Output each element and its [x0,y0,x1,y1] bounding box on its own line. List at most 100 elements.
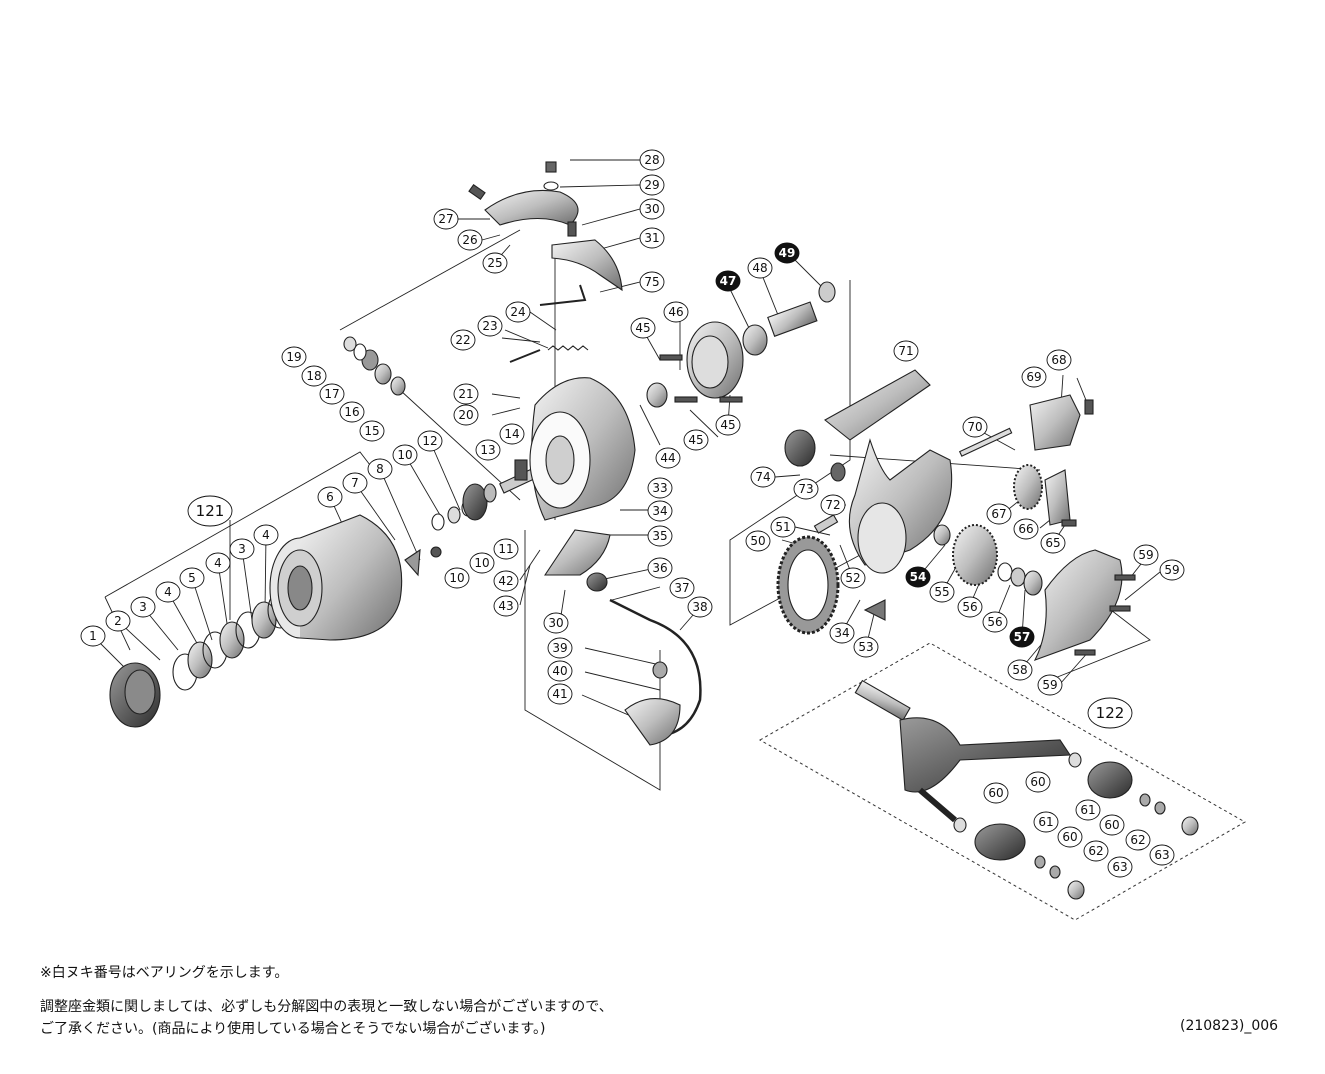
part-callout-c67: 67 [986,503,1012,525]
callout-oval [547,683,573,705]
callout-number: 54 [910,570,927,584]
part-callout-c43: 43 [493,595,519,617]
bail-support-part [551,239,623,292]
pin-part [813,514,839,534]
callout-oval [1075,799,1101,821]
part-callout-c4b: 4 [205,552,231,574]
callout-number: 57 [1014,630,1031,644]
bearing-part [742,324,768,356]
screw-part [652,661,668,679]
callout-number: 70 [967,420,982,434]
part-callout-c49: 49 [774,242,800,264]
callout-oval [793,478,819,500]
callout-oval [493,595,519,617]
part-callout-c69: 69 [1021,366,1047,388]
callout-oval [301,365,327,387]
callout-number: 31 [644,231,659,245]
callout-number: 63 [1154,848,1169,862]
callout-oval [367,458,393,480]
part-callout-c62b: 62 [1083,840,1109,862]
arm-lever-part [543,529,611,576]
callout-number: 67 [991,507,1006,521]
pinion-sleeve-part [767,301,818,337]
part-callout-c57: 57 [1009,626,1035,648]
part-callout-c72: 72 [820,494,846,516]
callout-oval [663,301,689,323]
part-callout-c51: 51 [770,516,796,538]
callout-number: 4 [164,585,172,599]
screw-part [1074,649,1096,656]
gear-nut-part [462,483,488,521]
callout-oval [1099,814,1125,836]
callout-oval [205,552,231,574]
callout-number: 7 [351,476,359,490]
callout-number: 60 [1062,830,1077,844]
callout-number: 59 [1042,678,1057,692]
callout-number: 11 [498,542,513,556]
cap-part [586,572,608,592]
bearing-legend-note: ※白ヌキ番号はベアリングを示します。 [40,965,289,981]
reel-body-part [824,369,953,574]
line-roller-part [374,363,392,385]
part-callout-c3b: 3 [229,538,255,560]
callout-oval [339,401,365,423]
callout-oval [639,149,665,171]
handle-assembly-frame [758,642,1247,921]
callout-number: 55 [934,585,949,599]
part-callout-c42: 42 [493,570,519,592]
part-callout-c74: 74 [750,466,776,488]
callout-number: 73 [798,482,813,496]
callout-oval [319,383,345,405]
callout-oval [747,257,773,279]
callout-oval [482,252,508,274]
callout-oval [774,242,800,264]
screw-part [1061,519,1077,527]
callout-number: 14 [504,427,519,441]
callout-number: 63 [1112,860,1127,874]
part-callout-c17: 17 [319,383,345,405]
callout-oval [986,503,1012,525]
handle-part [854,679,1199,900]
callout-oval [655,447,681,469]
callout-oval [1021,366,1047,388]
part-callout-c40: 40 [547,660,573,682]
callout-oval [983,782,1009,804]
part-callout-c8: 8 [367,458,393,480]
callout-number: 30 [644,202,659,216]
callout-oval [1083,840,1109,862]
part-callout-c47: 47 [715,270,741,292]
callout-number: 3 [238,542,246,556]
part-callout-c52: 52 [840,567,866,589]
callout-oval [477,315,503,337]
screw-part [567,221,577,237]
callout-number: 13 [480,443,495,457]
callout-number: 58 [1012,663,1027,677]
callout-oval [687,596,713,618]
callout-oval [957,596,983,618]
gear-part [830,462,846,482]
part-callout-c20: 20 [453,404,479,426]
callout-oval [982,611,1008,633]
part-callout-c35: 35 [647,525,673,547]
part-callout-c59a: 59 [1133,544,1159,566]
callout-oval [1133,544,1159,566]
callout-number: 56 [962,600,977,614]
part-callout-c68: 68 [1046,349,1072,371]
part-callout-c10b: 10 [444,567,470,589]
screw-part [545,161,557,173]
callout-oval [820,494,846,516]
part-callout-c75: 75 [639,271,665,293]
callout-number: 18 [306,369,321,383]
part-callout-c26: 26 [457,229,483,251]
callout-number: 66 [1018,522,1033,536]
callout-oval [1009,626,1035,648]
part-callout-c59c: 59 [1037,674,1063,696]
part-callout-c31: 31 [639,227,665,249]
callout-oval [853,636,879,658]
callout-oval [453,383,479,405]
callout-number: 51 [775,520,790,534]
part-callout-c65: 65 [1040,532,1066,554]
callout-oval [493,570,519,592]
callout-number: 21 [458,387,473,401]
